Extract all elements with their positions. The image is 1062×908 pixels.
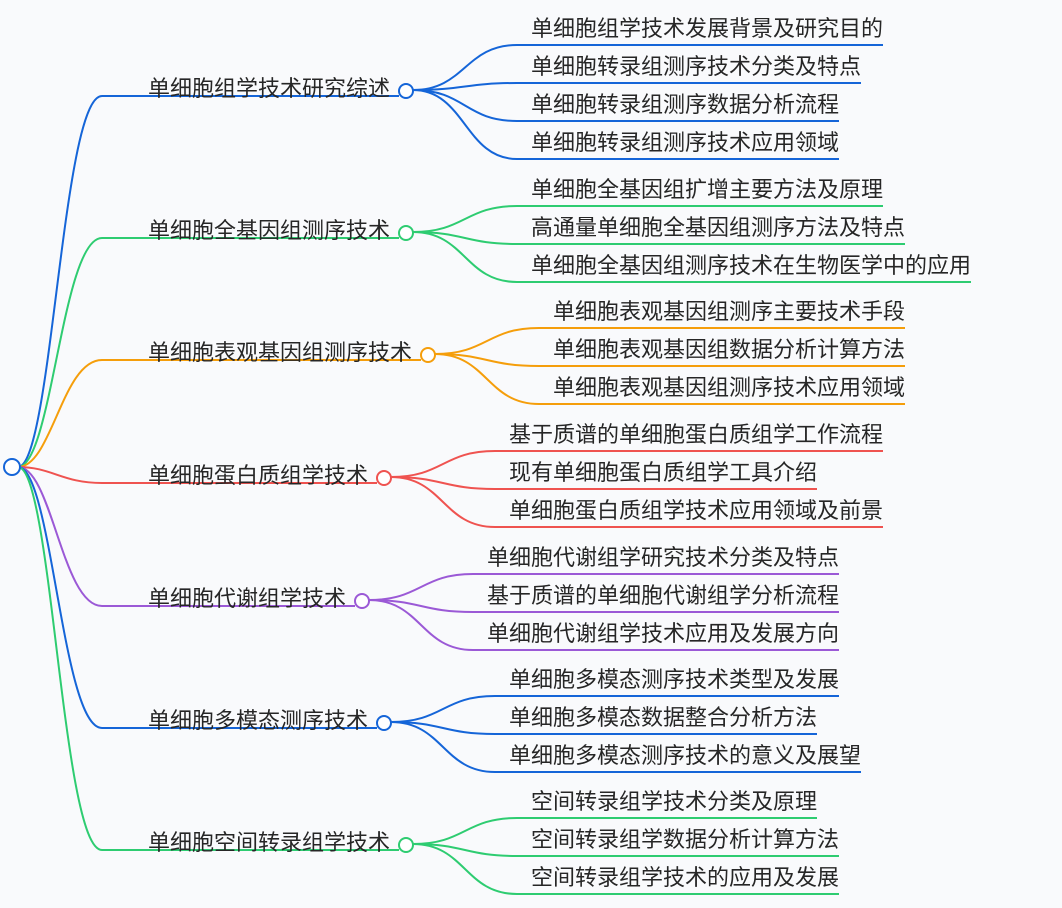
child-connector-6-1 [391, 695, 840, 723]
child-label-2-2[interactable]: 高通量单细胞全基因组测序方法及特点 [531, 216, 905, 241]
branch-connector-5 [17, 466, 356, 607]
child-label-4-2[interactable]: 现有单细胞蛋白质组学工具介绍 [509, 461, 817, 486]
branch-connector-6 [17, 466, 378, 729]
child-label-7-3[interactable]: 空间转录组学技术的应用及发展 [531, 866, 839, 891]
child-connector-3-2 [435, 353, 906, 367]
child-label-7-2[interactable]: 空间转录组学数据分析计算方法 [531, 828, 839, 853]
child-label-1-1[interactable]: 单细胞组学技术发展背景及研究目的 [531, 17, 883, 42]
child-connector-1-4 [412, 89, 840, 160]
connector-lines [17, 44, 972, 895]
branch-connector-7 [17, 466, 400, 851]
child-label-2-1[interactable]: 单细胞全基因组扩增主要方法及原理 [531, 178, 883, 203]
nodes: 单细胞组学技术研究综述 单细胞组学技术发展背景及研究目的单细胞转录组测序技术分类及… [3, 17, 971, 891]
branch-toggle-5[interactable] [354, 593, 371, 609]
branch-label-5[interactable]: 单细胞代谢组学技术 [148, 587, 346, 612]
child-connector-5-3 [369, 599, 840, 651]
child-connector-7-1 [413, 817, 818, 845]
child-label-6-3[interactable]: 单细胞多模态测序技术的意义及展望 [509, 744, 861, 769]
child-connector-1-2 [413, 82, 862, 91]
branch-toggle-2[interactable] [398, 225, 415, 241]
child-connector-2-2 [413, 231, 906, 245]
branch-label-3[interactable]: 单细胞表观基因组测序技术 [148, 341, 412, 366]
branch-label-2[interactable]: 单细胞全基因组测序技术 [148, 219, 390, 244]
branch-toggle-4[interactable] [376, 470, 393, 486]
child-connector-3-3 [435, 353, 906, 405]
child-connector-6-3 [391, 721, 862, 773]
child-connector-4-2 [391, 476, 818, 490]
child-connector-4-3 [391, 476, 884, 528]
branch-connector-2 [17, 237, 400, 468]
branch-label-4[interactable]: 单细胞蛋白质组学技术 [148, 464, 368, 489]
child-connector-5-2 [369, 599, 840, 613]
child-label-6-2[interactable]: 单细胞多模态数据整合分析方法 [509, 706, 817, 731]
branch-toggle-6[interactable] [376, 715, 393, 731]
root-node[interactable] [3, 458, 21, 476]
child-label-7-1[interactable]: 空间转录组学技术分类及原理 [531, 790, 817, 815]
child-label-5-2[interactable]: 基于质谱的单细胞代谢组学分析流程 [487, 584, 839, 609]
child-connector-1-1 [413, 44, 884, 91]
branch-label-6[interactable]: 单细胞多模态测序技术 [148, 709, 368, 734]
child-label-1-2[interactable]: 单细胞转录组测序技术分类及特点 [531, 55, 861, 80]
branch-toggle-1[interactable] [398, 83, 415, 99]
branch-connector-1 [17, 95, 400, 468]
child-label-4-1[interactable]: 基于质谱的单细胞蛋白质组学工作流程 [509, 423, 883, 448]
branch-label-7[interactable]: 单细胞空间转录组学技术 [148, 831, 390, 856]
branch-label-1[interactable]: 单细胞组学技术研究综述 [148, 77, 390, 102]
child-label-1-3[interactable]: 单细胞转录组测序数据分析流程 [531, 93, 839, 118]
child-label-3-2[interactable]: 单细胞表观基因组数据分析计算方法 [553, 338, 905, 363]
child-label-1-4[interactable]: 单细胞转录组测序技术应用领域 [531, 131, 839, 156]
branch-connector-3 [17, 359, 422, 468]
child-label-3-1[interactable]: 单细胞表观基因组测序主要技术手段 [553, 300, 905, 325]
child-label-4-3[interactable]: 单细胞蛋白质组学技术应用领域及前景 [509, 499, 883, 524]
child-connector-4-1 [391, 450, 884, 478]
child-label-2-3[interactable]: 单细胞全基因组测序技术在生物医学中的应用 [531, 254, 971, 279]
child-connector-5-1 [369, 573, 840, 601]
child-connector-1-3 [413, 89, 840, 122]
child-label-3-3[interactable]: 单细胞表观基因组测序技术应用领域 [553, 376, 905, 401]
branch-toggle-3[interactable] [420, 347, 437, 363]
child-label-6-1[interactable]: 单细胞多模态测序技术类型及发展 [509, 668, 839, 693]
child-label-5-1[interactable]: 单细胞代谢组学研究技术分类及特点 [487, 546, 839, 571]
branch-toggle-7[interactable] [398, 837, 415, 853]
child-connector-7-3 [413, 843, 840, 895]
child-label-5-3[interactable]: 单细胞代谢组学技术应用及发展方向 [487, 622, 839, 647]
child-connector-2-3 [413, 231, 972, 283]
branch-connector-4 [17, 466, 378, 484]
child-connector-2-1 [413, 205, 884, 233]
child-connector-3-1 [435, 327, 906, 355]
child-connector-6-2 [391, 721, 818, 735]
child-connector-7-2 [413, 843, 840, 857]
